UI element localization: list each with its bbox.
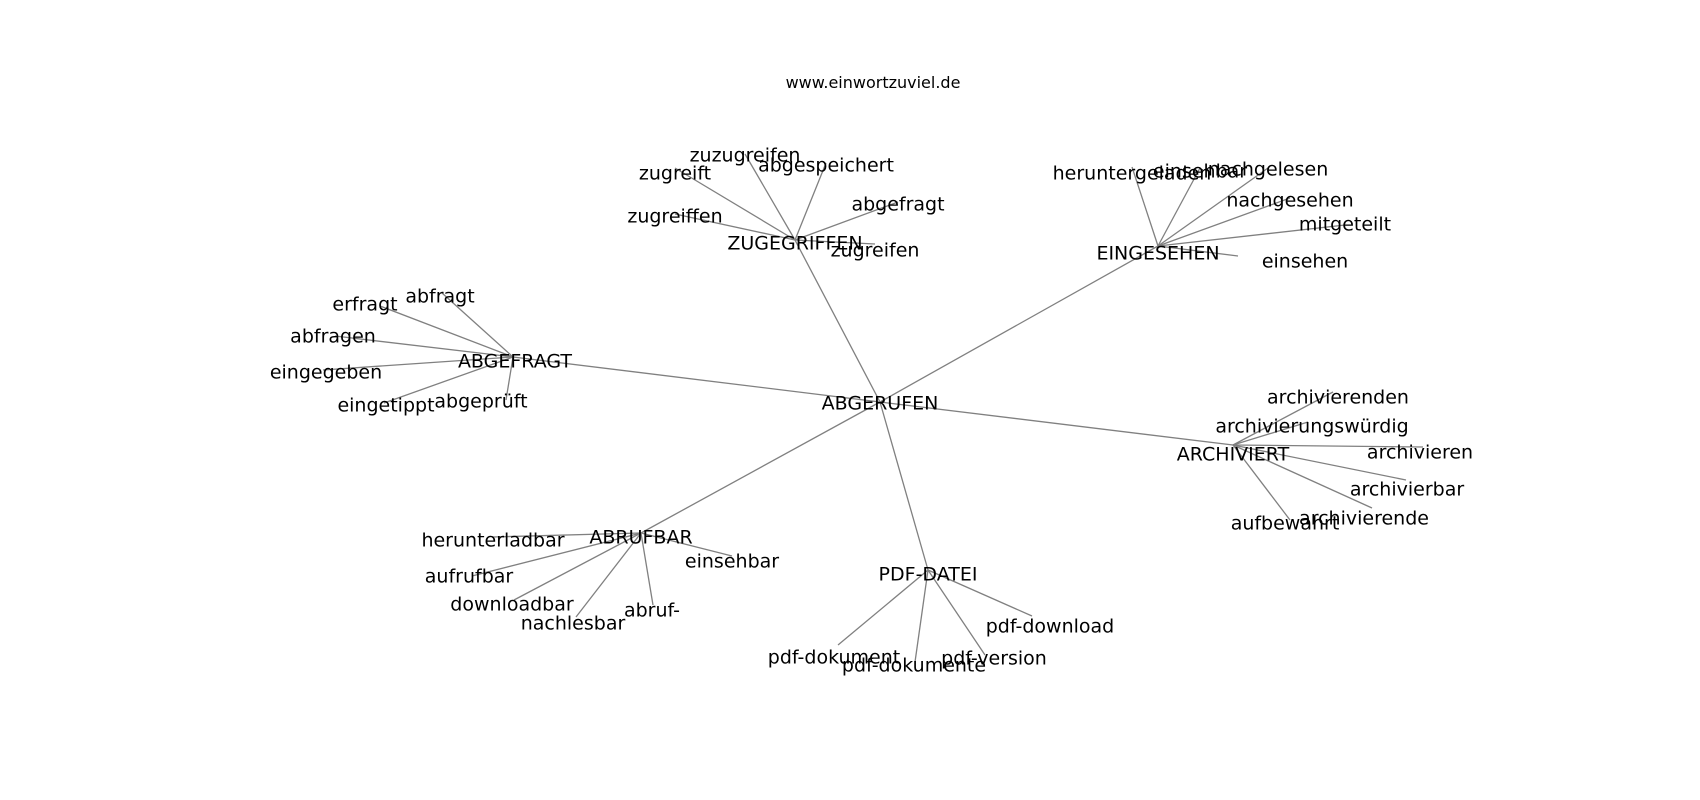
edge-pdf-datei-pdf-dokument: [837, 569, 929, 646]
edge-eingesehen-einsehbar: [1157, 167, 1201, 247]
leaf-node-label-archivierenden: archivierenden: [1267, 387, 1409, 409]
edge-abgefragt-abgeprueft: [505, 356, 514, 401]
leaf-node-label-pdf-version: pdf-version: [941, 648, 1047, 670]
hub-node-label-abrufbar: ABRUFBAR: [589, 527, 692, 549]
leaf-node-label-zugreifen: zugreifen: [831, 240, 920, 262]
leaf-node-label-archivierungswuerdig: archivierungswürdig: [1215, 416, 1408, 438]
edge-abgefragt-eingegeben: [322, 356, 514, 371]
leaf-node-label-abfragen: abfragen: [290, 326, 376, 348]
leaf-node-label-abgefragt: abgefragt: [851, 194, 944, 216]
leaf-node-label-pdf-dokument: pdf-dokument: [768, 647, 900, 669]
hub-node-label-eingesehen: EINGESEHEN: [1096, 243, 1219, 265]
edge-abgefragt-erfragt: [379, 305, 514, 358]
edges: [322, 153, 1424, 663]
leaf-node-label-downloadbar: downloadbar: [450, 594, 574, 616]
root-node-label: ABGERUFEN: [822, 393, 939, 415]
leaf-node-label-archivieren: archivieren: [1367, 442, 1473, 464]
leaf-node-label-abgeprueft: abgeprüft: [434, 391, 527, 413]
edge-root-zugegriffen: [794, 239, 881, 403]
leaf-node-label-pdf-download: pdf-download: [986, 616, 1115, 638]
edge-abrufbar-abruf: [640, 532, 654, 606]
edge-zugegriffen-zuzugreifen: [744, 153, 796, 241]
edge-abrufbar-downloadbar: [513, 532, 642, 601]
edge-zugegriffen-abgefragt: [794, 201, 899, 241]
hub-node-label-archiviert: ARCHIVIERT: [1177, 444, 1290, 466]
leaf-node-label-abgespeichert: abgespeichert: [758, 155, 894, 177]
leaf-node-label-eingetippt: eingetippt: [337, 395, 434, 417]
edge-abrufbar-herunterladbar: [491, 532, 642, 538]
edge-archiviert-archivierungswuerdig: [1232, 421, 1309, 446]
edge-abrufbar-aufrufbar: [471, 532, 642, 577]
site-url: www.einwortzuviel.de: [786, 73, 961, 92]
leaf-node-label-nachgelesen: nachgelesen: [1208, 159, 1329, 181]
edge-root-abrufbar: [640, 401, 881, 534]
edge-root-archiviert: [879, 401, 1234, 446]
leaf-node-label-pdf-dokumente: pdf-dokumente: [842, 655, 986, 677]
edge-archiviert-archivierbar: [1232, 444, 1407, 481]
edge-eingesehen-mitgeteilt: [1157, 224, 1346, 247]
edge-eingesehen-nachgesehen: [1157, 197, 1291, 247]
leaf-node-label-aufrufbar: aufrufbar: [425, 566, 514, 588]
edge-eingesehen-heruntergeladen: [1131, 166, 1159, 247]
edge-zugegriffen-abgespeichert: [794, 162, 827, 241]
edge-zugegriffen-zugreiffen: [674, 213, 796, 241]
edge-eingesehen-einsehen: [1157, 245, 1239, 257]
edge-abrufbar-einsehbar: [640, 532, 733, 557]
edge-abgefragt-eingetippt: [383, 356, 514, 404]
leaf-node-label-mitgeteilt: mitgeteilt: [1299, 214, 1391, 236]
edge-archiviert-archivierende: [1232, 444, 1373, 509]
edge-zugegriffen-zugreift: [674, 167, 796, 241]
edge-pdf-datei-pdf-download: [927, 569, 1033, 617]
edge-root-abgefragt: [512, 356, 881, 403]
edge-abrufbar-nachlesbar: [575, 532, 642, 618]
leaf-node-label-erfragt: erfragt: [332, 294, 397, 316]
hub-node-label-abgefragt: ABGEFRAGT: [458, 351, 572, 373]
edge-archiviert-archivierenden: [1232, 391, 1334, 446]
leaf-node-label-nachlesbar: nachlesbar: [521, 613, 626, 635]
hub-node-label-zugegriffen: ZUGEGRIFFEN: [727, 233, 862, 255]
leaf-node-label-archivierende: archivierende: [1299, 508, 1429, 530]
leaf-node-label-einsehen: einsehen: [1262, 251, 1348, 273]
leaf-node-label-archivierbar: archivierbar: [1350, 479, 1465, 501]
edge-eingesehen-nachgelesen: [1157, 167, 1269, 247]
leaf-node-label-herunterladbar: herunterladbar: [421, 530, 564, 552]
edge-pdf-datei-pdf-version: [927, 569, 986, 656]
leaf-node-label-abfragt: abfragt: [405, 286, 474, 308]
edge-abgefragt-abfragt: [441, 292, 514, 358]
edge-archiviert-aufbewahrt: [1232, 444, 1291, 521]
edge-zugegriffen-zugreifen: [794, 239, 876, 245]
leaf-node-label-zugreiffen: zugreiffen: [627, 206, 722, 228]
leaf-node-label-abruf: abruf-: [624, 600, 680, 622]
edge-abgefragt-abfragen: [334, 335, 514, 358]
edge-root-eingesehen: [879, 245, 1159, 403]
leaf-node-label-einsehbar: einsehbar: [1153, 161, 1247, 183]
leaf-node-label-zugreift: zugreift: [639, 163, 711, 185]
leaf-node-label-heruntergeladen: heruntergeladen: [1053, 163, 1212, 185]
leaf-node-label-nachgesehen: nachgesehen: [1226, 190, 1353, 212]
edge-pdf-datei-pdf-dokumente: [914, 569, 929, 663]
leaf-node-label-einsehbar: einsehbar: [685, 551, 779, 573]
leaf-node-label-zuzugreifen: zuzugreifen: [690, 145, 801, 167]
edge-root-pdf-datei: [879, 401, 929, 571]
edge-archiviert-archivieren: [1232, 444, 1424, 448]
leaf-node-label-aufbewahrt: aufbewahrt: [1231, 513, 1340, 535]
hub-node-label-pdf-datei: PDF-DATEI: [879, 564, 978, 586]
leaf-node-label-eingegeben: eingegeben: [270, 362, 382, 384]
